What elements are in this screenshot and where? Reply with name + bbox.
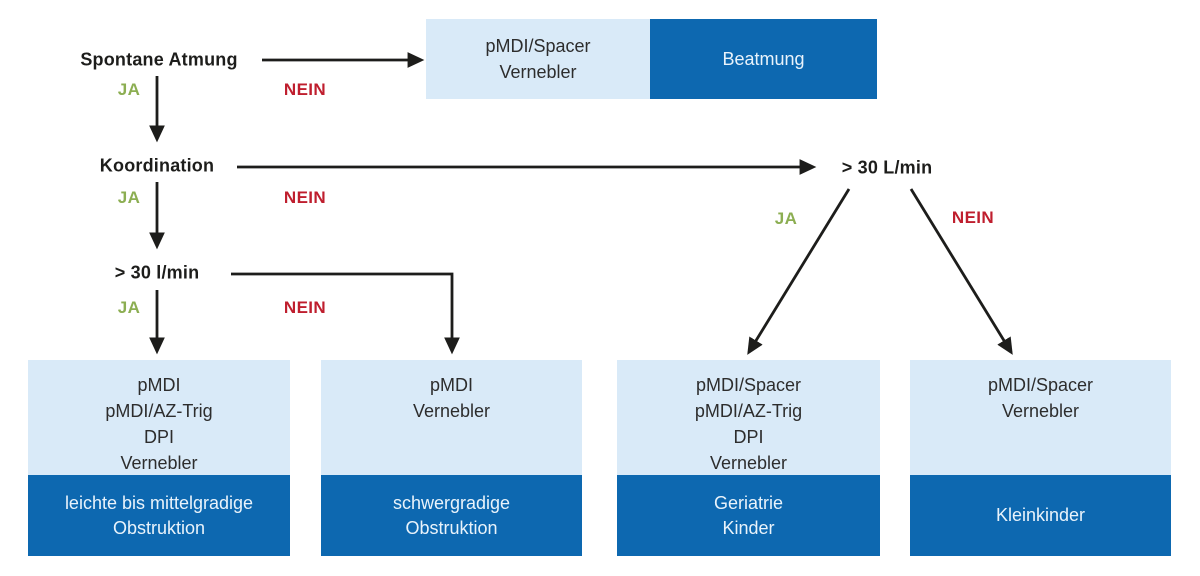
device-line: pMDI/AZ-Trig [105,401,213,421]
device-line: DPI [733,427,764,447]
result-line: Obstruktion [405,517,498,538]
nein-label-flowright: NEIN [951,208,995,227]
device-line: pMDI/Spacer [987,375,1094,395]
nein-label-flowleft: NEIN [283,298,327,317]
result-line: schwergradige [392,492,511,513]
nein-label-koordination: NEIN [283,188,327,207]
outcome-4-result-box: Kleinkinder [910,475,1171,556]
ja-label-koordination: JA [117,188,141,207]
outcome-3-result-box: Geriatrie Kinder [617,475,880,556]
device-line: pMDI/Spacer [485,36,591,56]
outcome-2-devices-box: pMDI Vernebler [321,360,582,475]
device-line: Vernebler [1001,401,1080,421]
ventilation-result-box: Beatmung [650,19,877,99]
result-line: Kleinkinder [995,505,1086,525]
ventilation-devices-box: pMDI/Spacer Vernebler [426,19,650,99]
nein-label-spontane: NEIN [283,80,327,99]
decision-flow-right: > 30 L/min [841,157,933,178]
decision-flow-left: > 30 l/min [114,262,200,283]
result-line: Geriatrie [713,492,784,513]
device-line: Vernebler [499,62,577,82]
outcome-1-result-box: leichte bis mittelgradige Obstruktion [28,475,290,556]
device-line: Vernebler [709,453,788,473]
result-line: Obstruktion [112,517,206,538]
arrow-flowright-ja [747,188,851,355]
result-line: Kinder [722,517,775,538]
result-line: leichte bis mittelgradige [64,492,254,513]
decision-koordination: Koordination [99,155,215,176]
device-line: Vernebler [120,453,198,473]
device-line: DPI [143,427,174,447]
device-line: Vernebler [412,401,491,421]
outcome-2-result-box: schwergradige Obstruktion [321,475,582,556]
outcome-3-devices-box: pMDI/Spacer pMDI/AZ-Trig DPI Vernebler [617,360,880,475]
decision-spontane-atmung: Spontane Atmung [80,49,238,70]
outcome-1-devices-box: pMDI pMDI/AZ-Trig DPI Vernebler [28,360,290,475]
ja-label-flowleft: JA [117,298,141,317]
outcome-4-devices-box: pMDI/Spacer Vernebler [910,360,1171,475]
device-line: pMDI [137,375,181,395]
arrow-flowleft-elbow [231,272,460,355]
device-line: pMDI/Spacer [695,375,802,395]
device-line: pMDI [429,375,473,395]
arrow-flowright-nein [909,188,1013,355]
device-line: pMDI/AZ-Trig [694,401,803,421]
ja-label-spontane: JA [117,80,141,99]
result-line: Beatmung [722,48,805,69]
ja-label-flowright: JA [774,209,798,228]
